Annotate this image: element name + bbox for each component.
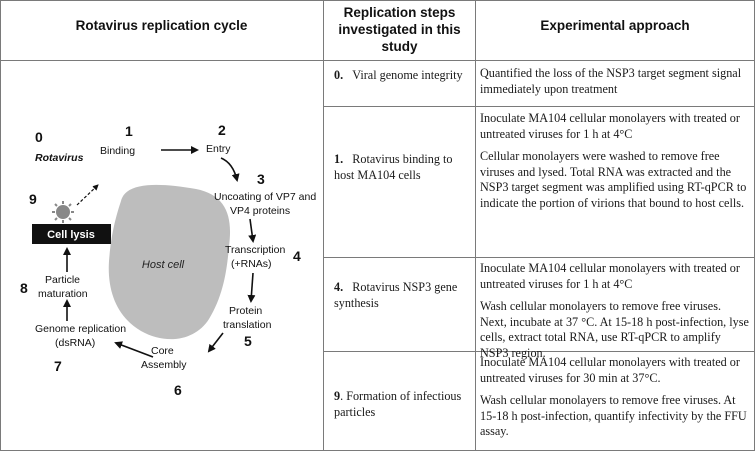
row-1-approach-p1: Inoculate MA104 cellular monolayers with… [480,111,740,141]
step-label-genome-1: Genome replication [35,323,126,335]
step-label-core-1: Core [151,345,174,357]
replication-cycle-diagram: Host cell 0 Rotavirus 1 2 3 4 5 6 7 8 9 … [20,122,316,398]
row-0-step: 0. Viral genome integrity [334,68,468,84]
step-label-particle-1: Particle [45,274,80,286]
row-4-step: 4. Rotavirus NSP3 gene synthesis [334,280,468,311]
cell-lysis-box [32,224,111,244]
row-9-step: 9. Formation of infectious particles [334,389,468,420]
step-label-uncoating-1: Uncoating of VP7 and [214,191,316,203]
row-1-approach: Inoculate MA104 cellular monolayers with… [480,111,750,211]
step-number-7: 7 [54,358,62,374]
header-experimental-approach: Experimental approach [540,18,690,33]
row-4-approach: Inoculate MA104 cellular monolayers with… [480,261,750,361]
arrow-entry-to-uncoating [220,157,240,182]
row-9-approach: Inoculate MA104 cellular monolayers with… [480,355,750,440]
row-1-step: 1. Rotavirus binding to host MA104 cells [334,152,468,183]
table-top-border [0,0,755,1]
step-number-4: 4 [293,248,301,264]
step-label-core-2: Assembly [141,359,187,371]
step-label-protein-1: Protein [229,305,262,317]
rotavirus-particle-icon [52,201,74,223]
row-4-approach-p1: Inoculate MA104 cellular monolayers with… [480,261,740,291]
table-header-divider [0,60,755,61]
step-number-6: 6 [174,382,182,398]
row-9-step-label: . Formation of infectious particles [334,389,462,419]
row-4-number: 4. [334,280,344,294]
cell-lysis-label: Cell lysis [47,229,95,241]
row-4-step-label: Rotavirus NSP3 gene synthesis [334,280,458,310]
arrow-translation-to-assembly [207,332,224,353]
step-number-3: 3 [257,171,265,187]
arrow-assembly-to-genome [114,341,154,358]
step-label-binding: Binding [100,145,135,157]
step-label-transcription-1: Transcription [225,244,285,256]
step-number-8: 8 [20,280,28,296]
row-divider-1 [323,106,755,107]
row-0-approach: Quantified the loss of the NSP3 target s… [480,66,750,97]
step-number-5: 5 [244,333,252,349]
arrow-uncoating-to-transcription [248,218,257,243]
table-left-border [0,0,1,451]
row-divider-2 [323,257,755,258]
column-divider-1 [323,0,324,451]
header-replication-steps: Replication steps investigated in this s… [338,5,461,54]
step-label-protein-2: translation [223,319,272,331]
step-number-1: 1 [125,123,133,139]
step-number-9: 9 [29,191,37,207]
column-divider-2 [475,0,476,451]
step-label-entry: Entry [206,143,231,155]
step-number-2: 2 [218,122,226,138]
row-0-approach-p1: Quantified the loss of the NSP3 target s… [480,66,742,96]
step-label-particle-2: maturation [38,288,88,300]
row-1-approach-p2: Cellular monolayers were washed to remov… [480,149,747,210]
row-4-approach-p2: Wash cellular monolayers to remove free … [480,299,749,360]
step-label-transcription-2: (+RNAs) [231,258,272,270]
row-9-approach-p2: Wash cellular monolayers to remove free … [480,393,747,438]
row-9-approach-p1: Inoculate MA104 cellular monolayers with… [480,355,740,385]
host-cell-label: Host cell [142,259,185,271]
step-label-genome-2: (dsRNA) [55,337,95,349]
row-0-number: 0. [334,68,344,82]
step-number-0: 0 [35,129,43,145]
header-replication-cycle: Rotavirus replication cycle [75,18,248,33]
row-0-step-label: Viral genome integrity [352,68,463,82]
row-1-step-label: Rotavirus binding to host MA104 cells [334,152,453,182]
arrow-transcription-to-translation [247,272,256,303]
arrow-virus-to-binding [76,184,99,206]
row-1-number: 1. [334,152,344,166]
row-9-number: 9 [334,389,341,403]
virus-name-label: Rotavirus [35,152,84,164]
host-cell-shape [108,184,231,340]
step-label-uncoating-2: VP4 proteins [230,205,290,217]
row-divider-3 [323,351,755,352]
